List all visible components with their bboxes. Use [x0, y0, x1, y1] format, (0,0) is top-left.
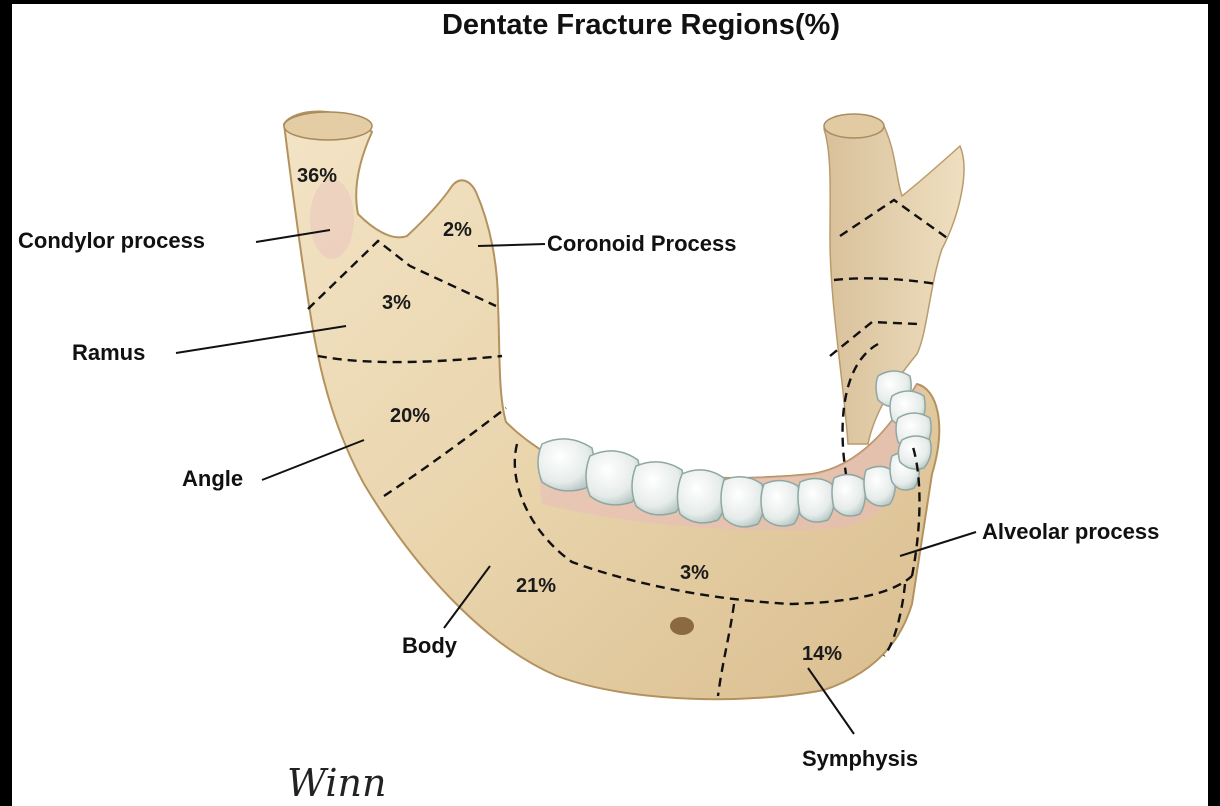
label-angle: Angle — [182, 466, 243, 491]
condyle-pink-shading — [310, 179, 354, 259]
pct-symphysis: 14% — [802, 643, 842, 665]
far-condyle-head — [824, 114, 884, 138]
pct-angle: 20% — [390, 405, 430, 427]
tooth — [632, 462, 684, 515]
tooth — [677, 470, 726, 523]
condyle-head — [284, 112, 372, 140]
label-condylar: Condylor process — [18, 228, 205, 253]
tooth — [832, 474, 865, 516]
pct-ramus: 3% — [382, 292, 411, 314]
mental-foramen — [670, 617, 694, 635]
pct-alveolar: 3% — [680, 562, 709, 584]
label-symphysis: Symphysis — [802, 746, 918, 771]
diagram-title: Dentate Fracture Regions(%) — [442, 9, 840, 41]
label-coronoid: Coronoid Process — [547, 231, 736, 256]
label-ramus: Ramus — [72, 340, 145, 365]
artist-signature: Winn — [287, 761, 387, 805]
leader-angle — [262, 440, 364, 480]
figure-frame: Dentate Fracture Regions(%) — [12, 4, 1208, 806]
tooth — [798, 478, 834, 522]
mandible-diagram: Dentate Fracture Regions(%) — [12, 4, 1208, 806]
label-body: Body — [402, 633, 458, 658]
label-alveolar: Alveolar process — [982, 519, 1159, 544]
pct-body: 21% — [516, 575, 556, 597]
tooth — [538, 439, 594, 491]
tooth — [721, 477, 764, 527]
pct-coronoid: 2% — [443, 219, 472, 241]
tooth — [761, 480, 800, 526]
pct-condylar: 36% — [297, 165, 337, 187]
